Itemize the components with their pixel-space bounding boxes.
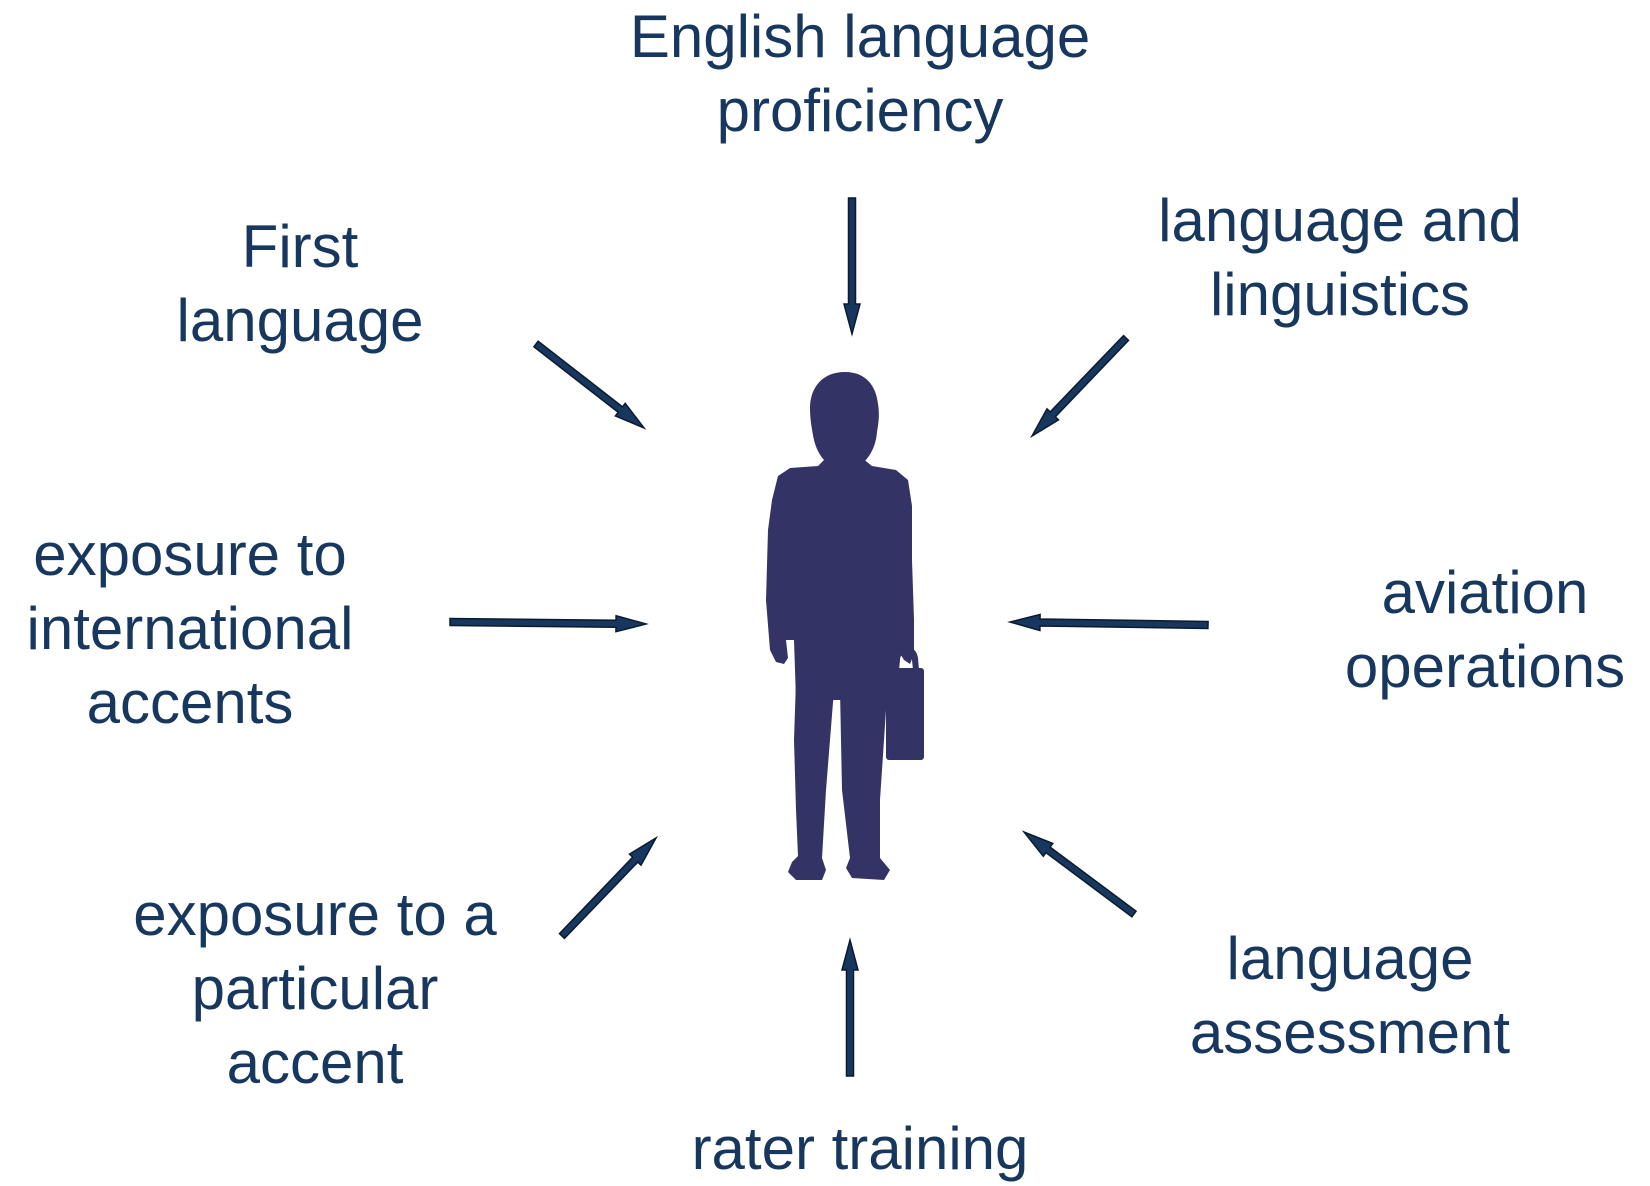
arrow-bottom-icon (841, 937, 859, 1077)
factor-label-line: language and (1158, 187, 1522, 254)
factor-label-line: language (1226, 925, 1474, 992)
arrow-left-icon (449, 614, 649, 633)
person-legs (788, 680, 890, 880)
arrows-group (449, 197, 1209, 1077)
arrow-top-icon (843, 197, 861, 337)
factor-label-line: particular (191, 955, 439, 1022)
factor-label-aviation-operations: aviation operations (1320, 556, 1650, 704)
factor-label-line: aviation (1381, 559, 1589, 626)
factor-label-line: operations (1344, 633, 1626, 700)
briefcase-handle (892, 647, 919, 670)
factor-label-line: rater training (691, 1115, 1029, 1182)
arrow-bottom-left-icon (558, 835, 659, 940)
factor-label-english-proficiency: English language proficiency (560, 0, 1160, 148)
factor-label-line: exposure to (33, 521, 347, 588)
factor-label-line: First (241, 213, 359, 280)
factor-label-line: accents (86, 669, 294, 736)
factor-label-rater-training: rater training (640, 1112, 1080, 1186)
factor-label-line: proficiency (716, 77, 1004, 144)
factor-label-line: language (176, 287, 424, 354)
arrow-bottom-right-icon (1021, 830, 1138, 918)
person-torso (766, 458, 914, 700)
factor-label-line: exposure to a (133, 881, 497, 948)
factor-label-line: assessment (1189, 999, 1511, 1066)
factor-label-line: English language (629, 3, 1091, 70)
person-silhouette-icon (766, 372, 924, 880)
person-head (810, 372, 879, 480)
factor-label-language-linguistics: language and linguistics (1120, 184, 1560, 332)
factor-label-particular-accent: exposure to a particular accent (90, 878, 540, 1100)
factor-label-language-assessment: language assessment (1130, 922, 1570, 1070)
factor-label-line: linguistics (1209, 261, 1471, 328)
factor-label-international-accents: exposure to international accents (0, 518, 380, 740)
arrow-top-left-icon (532, 340, 647, 430)
factor-label-first-language: First language (130, 210, 470, 358)
factor-label-line: accent (226, 1029, 404, 1096)
briefcase (886, 668, 924, 760)
arrow-top-right-icon (1029, 334, 1130, 439)
arrow-right-icon (1007, 613, 1209, 632)
factor-label-line: international (26, 595, 354, 662)
